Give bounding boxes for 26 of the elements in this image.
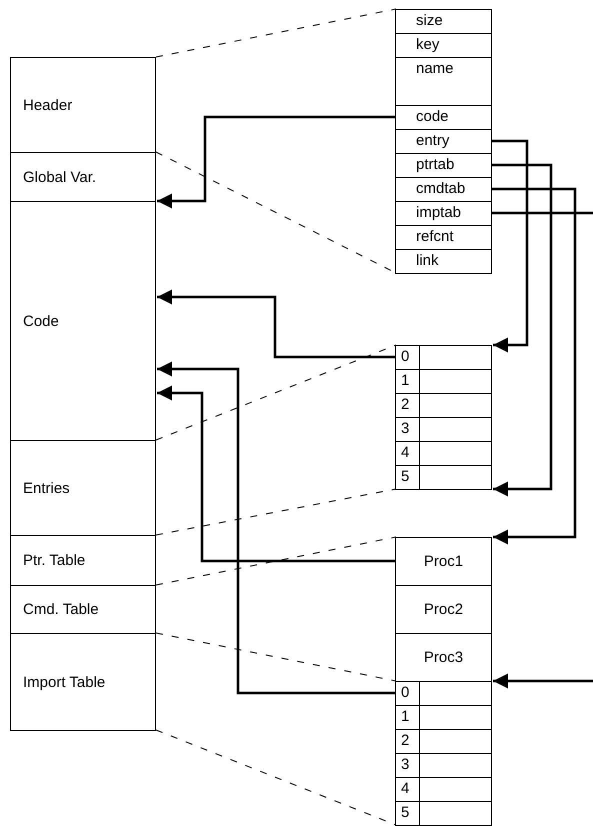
projection-line	[156, 536, 396, 586]
arrow	[492, 140, 528, 352]
segment-box: Import Table	[10, 633, 156, 731]
projection-line	[156, 730, 396, 826]
projection-line	[156, 488, 396, 536]
segment-box: Global Var.	[10, 152, 156, 202]
arrow	[157, 386, 395, 562]
segment-box: Header	[10, 57, 156, 153]
arrow	[157, 116, 395, 208]
projection-line	[156, 8, 396, 58]
procedure-box: Proc1	[395, 537, 492, 586]
arrow	[157, 362, 395, 694]
procedure-box: Proc3	[395, 633, 492, 682]
arrow	[157, 290, 395, 358]
procedure-box: Proc2	[395, 585, 492, 634]
arrow	[492, 164, 552, 496]
projection-line	[156, 344, 396, 440]
arrow	[492, 188, 576, 544]
arrow	[493, 674, 593, 688]
projection-line	[156, 632, 396, 682]
index-table	[395, 345, 492, 490]
segment-box: Entries	[10, 440, 156, 536]
segment-box: Cmd. Table	[10, 585, 156, 634]
index-table	[395, 681, 492, 826]
segment-box: Ptr. Table	[10, 535, 156, 586]
segment-box: Code	[10, 201, 156, 441]
